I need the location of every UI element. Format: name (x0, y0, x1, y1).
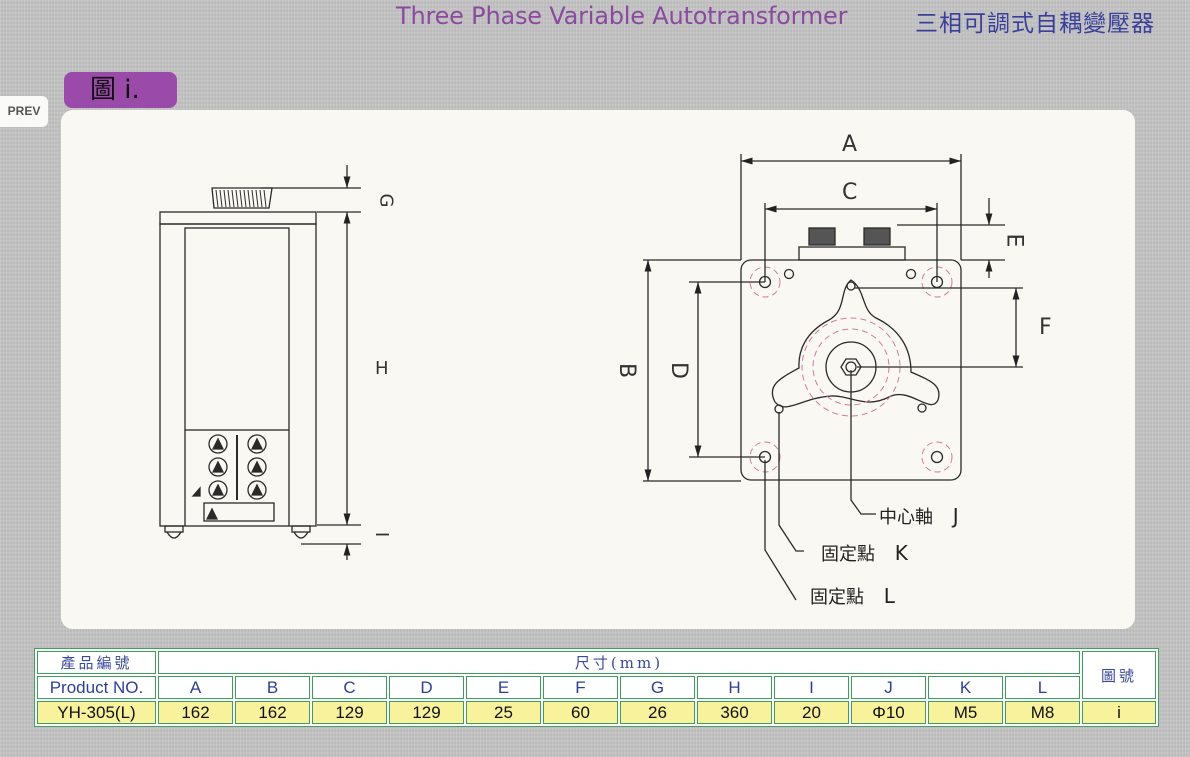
dim-label-a: A (842, 132, 858, 157)
figure-number: i (1082, 701, 1156, 724)
column-header-e: E (466, 676, 541, 699)
column-header-l: L (1005, 676, 1080, 699)
callout-l: 固定點 L (810, 583, 895, 609)
dim-label-e: E (1001, 233, 1027, 248)
product-header-en: Product NO. (37, 676, 156, 699)
table-row: YH-305(L) 162 162 129 129 25 60 26 360 2… (37, 701, 1156, 724)
figure-tab: 圖 i. (64, 72, 177, 108)
value-f: 60 (543, 701, 618, 724)
figure-header: 圖號 (1082, 651, 1156, 699)
callout-l-label: 固定點 (810, 587, 864, 608)
dim-label-f: F (1039, 315, 1052, 340)
column-header-d: D (389, 676, 464, 699)
page-title-chinese: 三相可調式自耦變壓器 (915, 11, 1155, 37)
column-header-h: H (697, 676, 772, 699)
dim-label-g: G (375, 193, 397, 208)
value-c: 129 (312, 701, 387, 724)
value-h: 360 (697, 701, 772, 724)
dim-label-c: C (842, 180, 858, 205)
front-view (159, 165, 361, 560)
column-header-g: G (620, 676, 695, 699)
top-view (643, 154, 1023, 601)
terminal-icons (191, 434, 275, 522)
knob-icon (211, 187, 273, 209)
column-header-b: B (235, 676, 310, 699)
value-i: 20 (774, 701, 849, 724)
table-header-row-2: Product NO. A B C D E F G H I J K L (37, 676, 1156, 699)
column-header-f: F (543, 676, 618, 699)
value-e: 25 (466, 701, 541, 724)
spec-table: 產品編號 尺寸(mm) 圖號 Product NO. A B C D E F G… (34, 648, 1159, 727)
column-header-c: C (312, 676, 387, 699)
value-j: Φ10 (851, 701, 926, 724)
dim-label-d: D (665, 362, 691, 379)
product-header-zh: 產品編號 (37, 651, 156, 674)
column-header-k: K (928, 676, 1003, 699)
value-d: 129 (389, 701, 464, 724)
value-b: 162 (235, 701, 310, 724)
callout-k-letter: K (894, 541, 908, 565)
dim-label-h: H (375, 358, 389, 379)
callout-j: 中心軸 J (879, 503, 959, 529)
column-header-i: I (774, 676, 849, 699)
callout-l-letter: L (883, 584, 895, 608)
dim-label-i: I (371, 531, 393, 538)
drawing-panel: G H I A C E B D F 中心軸 J 固定點 K 固定點 L (61, 110, 1135, 629)
technical-drawing (159, 154, 1023, 601)
prev-button[interactable]: PREV (0, 96, 48, 127)
value-g: 26 (620, 701, 695, 724)
callout-j-label: 中心軸 (879, 507, 933, 528)
value-a: 162 (158, 701, 233, 724)
dimension-header: 尺寸(mm) (158, 651, 1080, 674)
table-header-row-1: 產品編號 尺寸(mm) 圖號 (37, 651, 1156, 699)
callout-k: 固定點 K (821, 540, 908, 566)
column-header-j: J (851, 676, 926, 699)
value-l: M8 (1005, 701, 1080, 724)
callout-j-letter: J (952, 504, 959, 528)
dim-label-b: B (614, 362, 640, 379)
product-number: YH-305(L) (37, 701, 156, 724)
value-k: M5 (928, 701, 1003, 724)
callout-k-label: 固定點 (821, 544, 875, 565)
page-title-english: Three Phase Variable Autotransformer (396, 2, 848, 30)
column-header-a: A (158, 676, 233, 699)
